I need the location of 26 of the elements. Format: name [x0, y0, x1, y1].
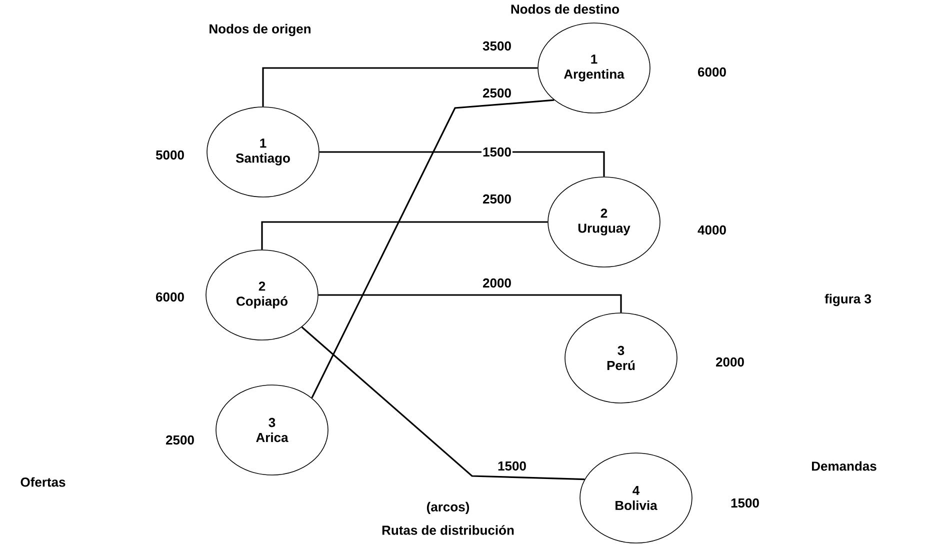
edge-label: 2500 — [482, 193, 512, 205]
quantity-label: 1500 — [731, 498, 759, 508]
annotation-text: Demandas — [812, 461, 876, 471]
connector-line — [261, 221, 548, 250]
edge-label: 3500 — [482, 40, 512, 52]
connector-line — [262, 67, 538, 107]
edge-label: 1500 — [482, 146, 512, 158]
annotation-text: Rutas de distribución — [382, 525, 514, 535]
annotation-text: Ofertas — [20, 477, 66, 487]
edge-label: 2500 — [482, 87, 512, 99]
quantity-label: 2500 — [166, 435, 194, 445]
annotation-text: figura 3 — [824, 294, 871, 306]
annotation-text: Nodos de destino — [511, 4, 620, 14]
quantity-label: 6000 — [698, 67, 726, 77]
quantity-label: 6000 — [156, 292, 184, 302]
quantity-label: 5000 — [156, 150, 184, 160]
quantity-label: 2000 — [716, 357, 744, 367]
connector-line — [319, 151, 605, 177]
edge-label: 2000 — [482, 277, 512, 289]
edge-label: 1500 — [496, 460, 528, 472]
connector-line — [311, 99, 554, 398]
connector-line — [301, 326, 585, 480]
quantity-label: 4000 — [698, 225, 726, 235]
annotation-text: Nodos de origen — [210, 24, 310, 36]
connector-line — [318, 294, 622, 313]
annotation-text: (arcos) — [426, 502, 470, 514]
